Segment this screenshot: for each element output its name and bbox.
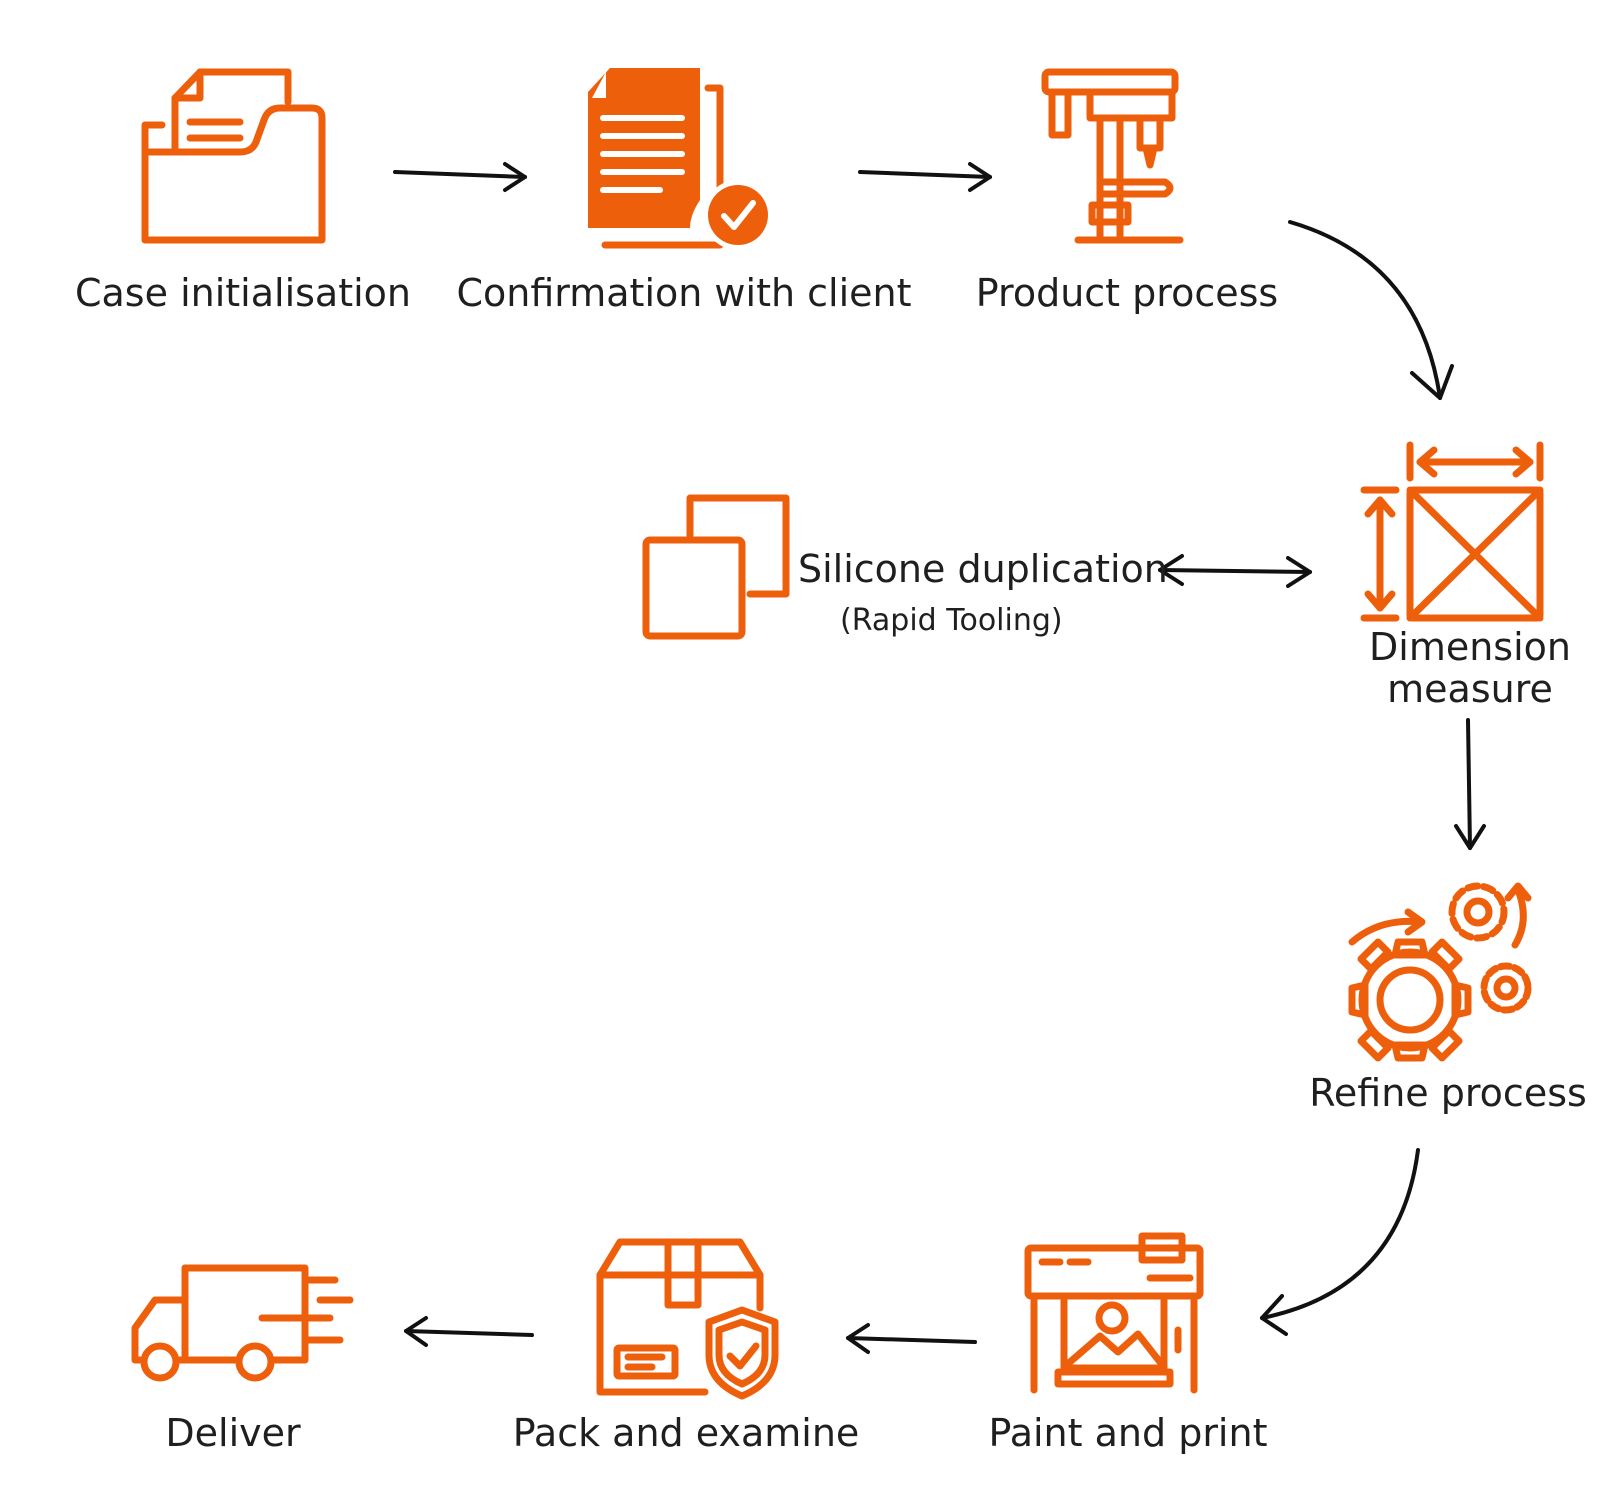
arrow-confirmation-to-product bbox=[858, 162, 992, 192]
label-paint-and-print: Paint and print bbox=[988, 1411, 1268, 1455]
label-pack-and-examine: Pack and examine bbox=[512, 1411, 860, 1455]
package-shield-icon bbox=[596, 1238, 779, 1400]
document-check-icon bbox=[588, 68, 773, 250]
label-measure: measure bbox=[1387, 667, 1553, 711]
printer-icon bbox=[1024, 1232, 1204, 1394]
label-refine-process: Refine process bbox=[1309, 1071, 1587, 1115]
arrow-product-to-dimension bbox=[1288, 220, 1454, 400]
dimension-box-icon bbox=[1360, 441, 1544, 622]
label-case-initialisation: Case initialisation bbox=[74, 271, 412, 315]
label-silicone-duplication: Silicone duplication bbox=[798, 547, 1168, 591]
label-rapid-tooling: (Rapid Tooling) bbox=[840, 603, 1063, 638]
arrow-case-to-confirmation bbox=[393, 162, 527, 192]
gears-icon bbox=[1348, 882, 1532, 1062]
arrow-dimension-to-refine bbox=[1454, 718, 1486, 850]
arrow-refine-to-paint bbox=[1260, 1148, 1420, 1336]
label-deliver: Deliver bbox=[165, 1411, 301, 1455]
label-product-process: Product process bbox=[975, 271, 1279, 315]
arrow-pack-to-deliver bbox=[404, 1316, 534, 1347]
folder-document-icon bbox=[141, 68, 326, 244]
label-dimension: Dimension bbox=[1369, 625, 1571, 669]
duplicate-squares-icon bbox=[642, 494, 790, 640]
drill-press-icon bbox=[1041, 68, 1184, 244]
arrow-silicone-dimension-bidirectional bbox=[1158, 554, 1312, 588]
arrow-paint-to-pack bbox=[846, 1323, 977, 1354]
delivery-truck-icon bbox=[131, 1264, 354, 1382]
label-confirmation-with-client: Confirmation with client bbox=[456, 271, 912, 315]
